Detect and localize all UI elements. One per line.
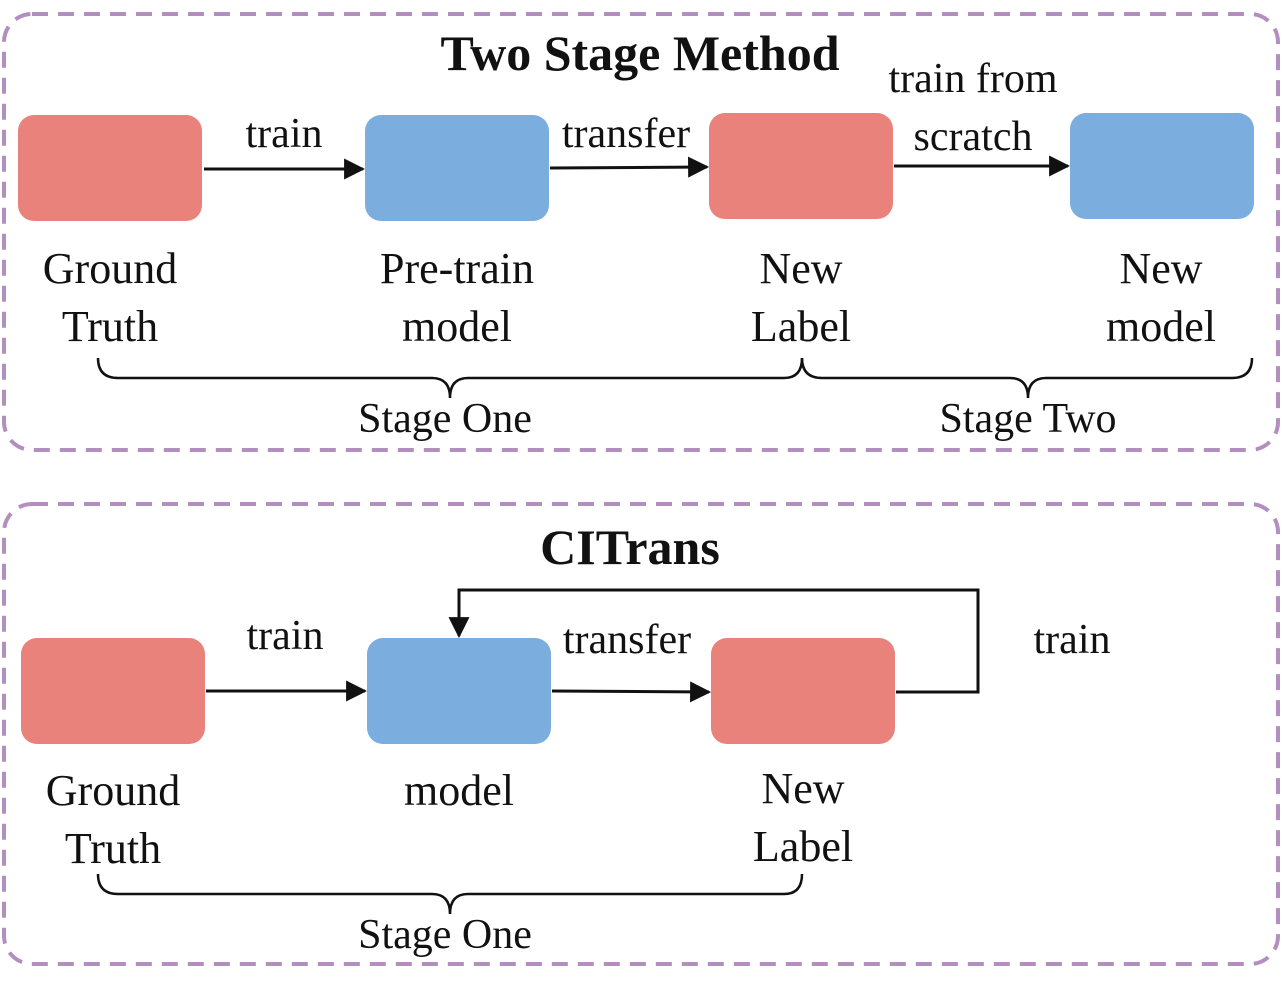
pretrain-model-label-line1: Pre-train — [380, 244, 534, 293]
citrans-new-label-label-line1: New — [761, 764, 844, 813]
new-label-label-line2: Label — [751, 302, 851, 351]
citrans-stage-one-label: Stage One — [358, 912, 532, 958]
citrans-ground-truth-label-line1: Ground — [46, 766, 180, 815]
two-stage-panel: Two Stage Method train transfer train fr… — [2, 12, 1280, 452]
citrans-train-edge-label: train — [247, 613, 324, 659]
ground-truth-box — [18, 115, 202, 221]
citrans-feedback-train-arrow — [448, 588, 980, 694]
transfer-arrow — [549, 156, 710, 178]
citrans-panel: CITrans train transfer train Ground Trut… — [2, 502, 1280, 966]
citrans-loop-train-label: train — [1034, 617, 1111, 663]
new-label-box — [709, 113, 893, 219]
pretrain-model-box — [365, 115, 549, 221]
citrans-ground-truth-box — [21, 638, 205, 744]
new-model-label-line1: New — [1119, 244, 1202, 293]
new-model-box — [1070, 113, 1254, 219]
new-model-label-line2: model — [1106, 302, 1216, 351]
pretrain-model-label-line2: model — [402, 302, 512, 351]
train-from-edge-label: train from — [888, 56, 1057, 102]
citrans-model-box — [367, 638, 551, 744]
citrans-transfer-arrow — [551, 681, 712, 703]
stage-one-label: Stage One — [358, 396, 532, 442]
citrans-model-label: model — [404, 766, 514, 815]
citrans-new-label-box — [711, 638, 895, 744]
new-label-label-line1: New — [759, 244, 842, 293]
citrans-ground-truth-label-line2: Truth — [65, 824, 161, 873]
ground-truth-label-line1: Ground — [43, 244, 177, 293]
scratch-edge-label: scratch — [914, 114, 1033, 160]
train-edge-label: train — [246, 111, 323, 157]
stage-two-label: Stage Two — [939, 396, 1116, 442]
citrans-title: CITrans — [540, 519, 720, 575]
two-stage-title: Two Stage Method — [440, 25, 839, 81]
ground-truth-label-line2: Truth — [62, 302, 158, 351]
citrans-new-label-label-line2: Label — [753, 822, 853, 871]
citrans-stage-one-brace — [96, 873, 804, 915]
citrans-panel-border — [2, 502, 1280, 966]
stage-one-brace — [96, 357, 804, 399]
stage-two-brace — [800, 357, 1254, 399]
transfer-edge-label: transfer — [562, 111, 690, 157]
citrans-transfer-edge-label: transfer — [563, 617, 691, 663]
two-stage-panel-border — [2, 12, 1280, 452]
